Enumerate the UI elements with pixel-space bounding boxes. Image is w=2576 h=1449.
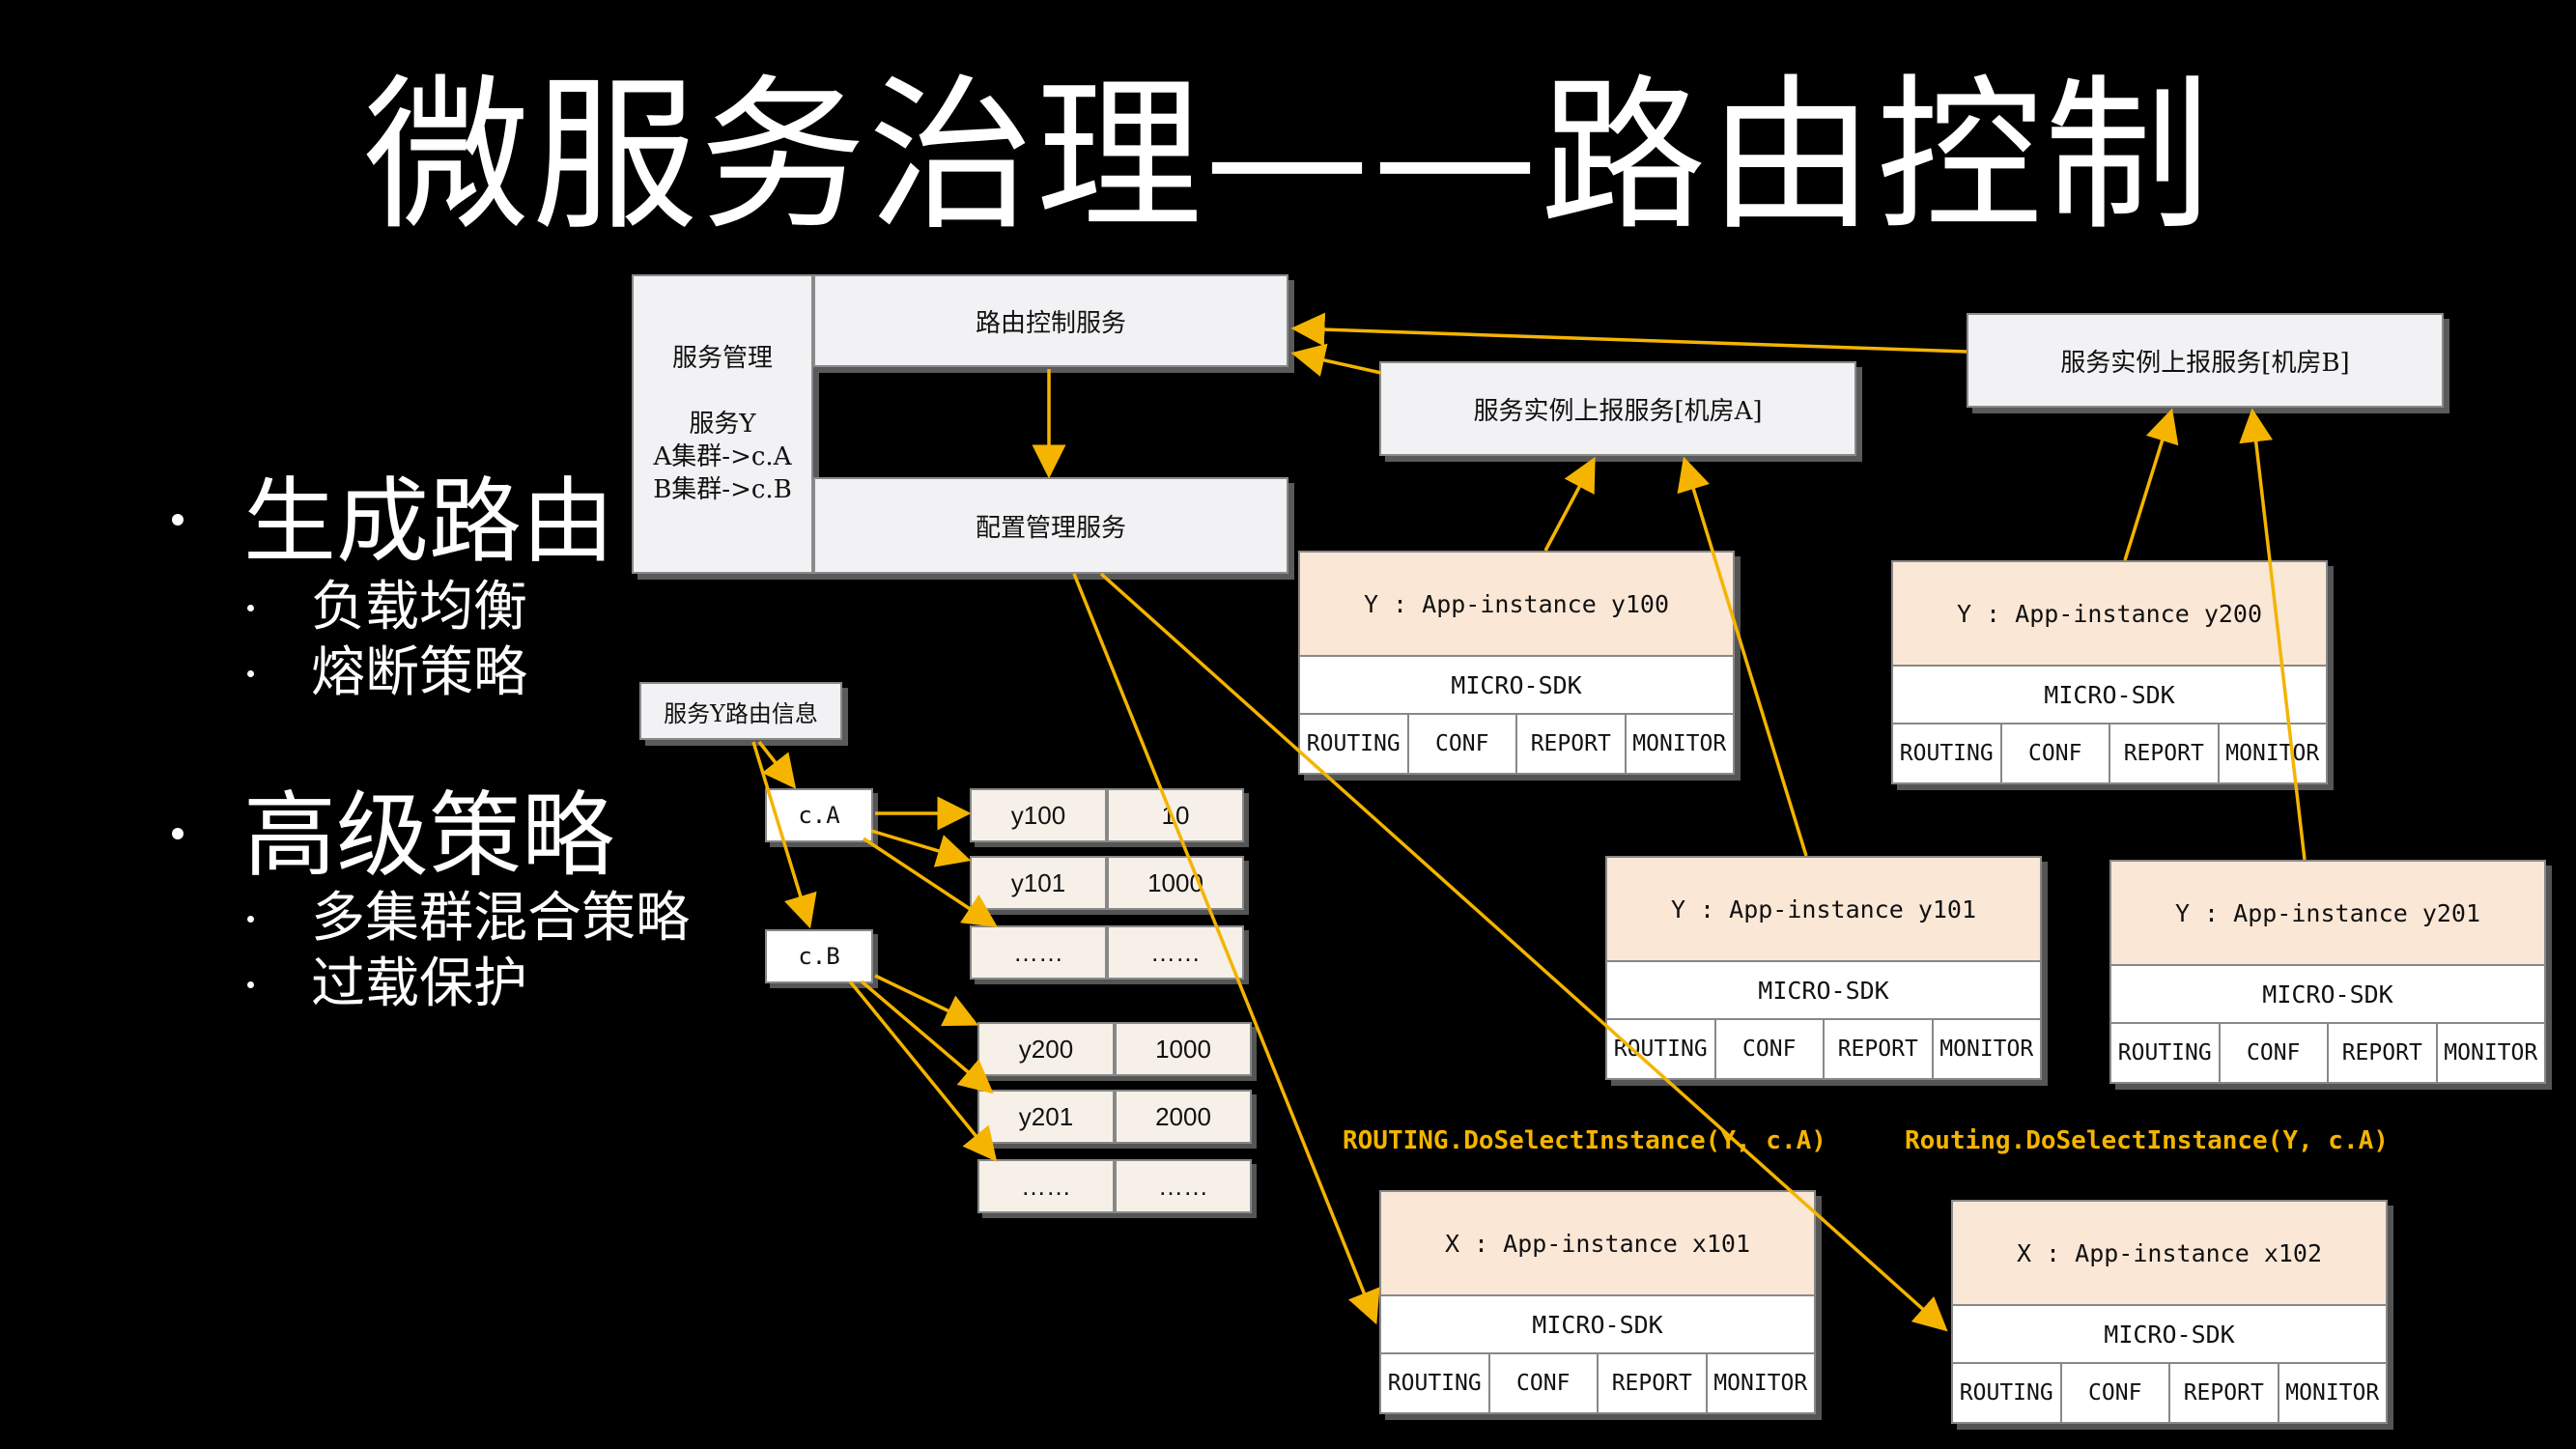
module-conf: CONF [1716, 1020, 1825, 1078]
micro-sdk-label: MICRO-SDK [1300, 657, 1733, 715]
module-report: REPORT [1517, 715, 1627, 773]
module-conf: CONF [1409, 715, 1517, 773]
module-routing: ROUTING [1607, 1020, 1716, 1078]
micro-sdk-label: MICRO-SDK [1893, 667, 2326, 724]
table-a-cell: 10 [1107, 788, 1244, 842]
module-report: REPORT [2110, 724, 2220, 782]
module-routing: ROUTING [1300, 715, 1409, 773]
arrow-report-a-to-routing [1290, 343, 1382, 377]
module-report: REPORT [1825, 1020, 1934, 1078]
module-report: REPORT [2170, 1364, 2279, 1422]
arrow-ca-to-y101 [870, 829, 972, 867]
routing-control-service: 路由控制服务 [813, 274, 1288, 367]
module-conf: CONF [2002, 724, 2110, 782]
arrow-cb-to-y200 [874, 974, 979, 1027]
micro-sdk-label: MICRO-SDK [1381, 1296, 1814, 1354]
micro-sdk-label: MICRO-SDK [1607, 962, 2040, 1020]
module-monitor: MONITOR [2285, 1380, 2380, 1406]
module-monitor: MONITOR [2225, 741, 2320, 766]
table-b-cell: 2000 [1115, 1090, 1252, 1144]
bullet-dot-icon [172, 828, 184, 839]
module-conf: CONF [2062, 1364, 2170, 1422]
sub-bullet-dot-icon [247, 605, 254, 611]
cluster-b-tag: c.B [765, 929, 873, 983]
module-routing: ROUTING [1953, 1364, 2062, 1422]
table-b-cell: 1000 [1115, 1022, 1252, 1076]
module-monitor: MONITOR [1939, 1037, 2034, 1062]
module-conf: CONF [1490, 1354, 1599, 1412]
sub-bullet-dot-icon [247, 670, 254, 677]
module-routing: ROUTING [2111, 1024, 2221, 1082]
app-instance-y101: Y : App-instance y101 MICRO-SDK ROUTING … [1605, 856, 2042, 1080]
module-routing: ROUTING [1893, 724, 2002, 782]
arrow-ca-to-more [863, 837, 998, 927]
arrow-config-to-x101 [1072, 573, 1380, 1325]
micro-sdk-label: MICRO-SDK [1953, 1306, 2386, 1364]
app-instance-x101: X : App-instance x101 MICRO-SDK ROUTING … [1379, 1190, 1816, 1414]
micro-sdk-label: MICRO-SDK [2111, 966, 2544, 1024]
app-instance-x102: X : App-instance x102 MICRO-SDK ROUTING … [1951, 1200, 2388, 1424]
module-report: REPORT [2329, 1024, 2438, 1082]
table-b-cell: y201 [977, 1090, 1115, 1144]
arrow-y200-to-report-b [2123, 408, 2179, 561]
table-b-cell: y200 [977, 1022, 1115, 1076]
arrow-config-to-x102 [1099, 572, 1948, 1332]
app-instance-y201: Y : App-instance y201 MICRO-SDK ROUTING … [2109, 860, 2546, 1084]
module-monitor: MONITOR [1713, 1371, 1808, 1396]
route-info-box: 服务Y路由信息 [639, 682, 842, 740]
service-management-box: 服务管理 服务Y A集群->c.A B集群->c.B [632, 274, 813, 574]
module-report: REPORT [1599, 1354, 1708, 1412]
config-management-service: 配置管理服务 [813, 477, 1288, 574]
module-monitor: MONITOR [2444, 1040, 2538, 1065]
arrow-y201-to-report-b [2239, 408, 2307, 861]
instance-report-service-a: 服务实例上报服务[机房A] [1379, 361, 1856, 456]
arrow-cb-to-more [848, 980, 998, 1162]
table-b-cell: …… [1115, 1159, 1252, 1213]
sub-bullet-dot-icon [247, 981, 254, 988]
arrow-info-to-ca [757, 740, 797, 789]
module-routing: ROUTING [1381, 1354, 1490, 1412]
module-conf: CONF [2221, 1024, 2329, 1082]
table-a-cell: 1000 [1107, 856, 1244, 910]
arrow-report-b-to-routing [1290, 312, 1967, 354]
arrow-y100-to-report-a [1543, 456, 1596, 552]
arrow-info-to-cb [751, 741, 817, 929]
page-title: 微服务治理——路由控制 [363, 59, 2213, 253]
bullet-dot-icon [172, 514, 184, 526]
app-instance-y200: Y : App-instance y200 MICRO-SDK ROUTING … [1891, 560, 2328, 784]
table-b-cell: …… [977, 1159, 1115, 1213]
instance-report-service-b: 服务实例上报服务[机房B] [1967, 313, 2444, 408]
sub-bullet-dot-icon [247, 916, 254, 923]
app-instance-y100: Y : App-instance y100 MICRO-SDK ROUTING … [1298, 551, 1735, 775]
arrow-y101-to-report-a [1677, 456, 1808, 857]
module-monitor: MONITOR [1632, 731, 1727, 756]
table-a-cell: y100 [970, 788, 1107, 842]
routing-call-label-2: Routing.DoSelectInstance(Y, c.A) [1905, 1126, 2389, 1155]
arrow-cb-to-y201 [860, 980, 994, 1094]
table-a-cell: …… [970, 925, 1107, 980]
